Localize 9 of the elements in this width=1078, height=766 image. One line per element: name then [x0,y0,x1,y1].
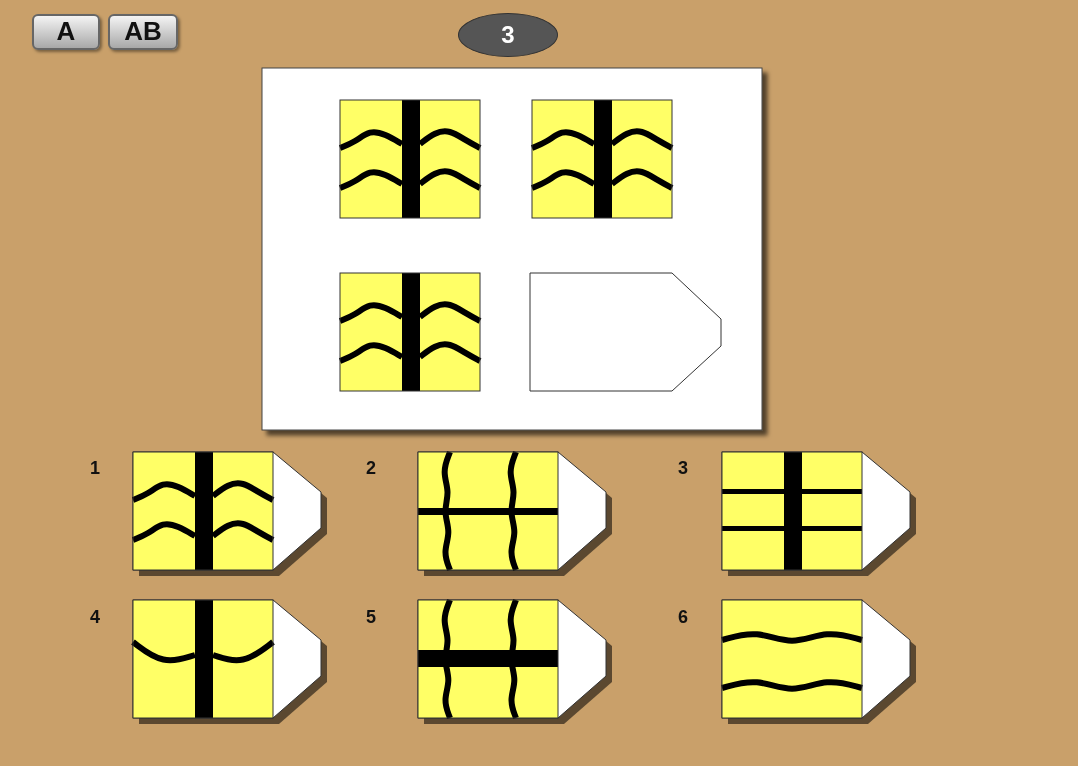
button: A [32,14,100,50]
button: AB [108,14,178,50]
option-number: 3 [677,457,689,479]
option-number: 2 [365,457,377,479]
page-number-badge: 3 [458,13,558,57]
option-number: 4 [89,606,101,628]
option-number: 5 [365,606,377,628]
option-number: 6 [677,606,689,628]
option-number: 1 [89,457,101,479]
